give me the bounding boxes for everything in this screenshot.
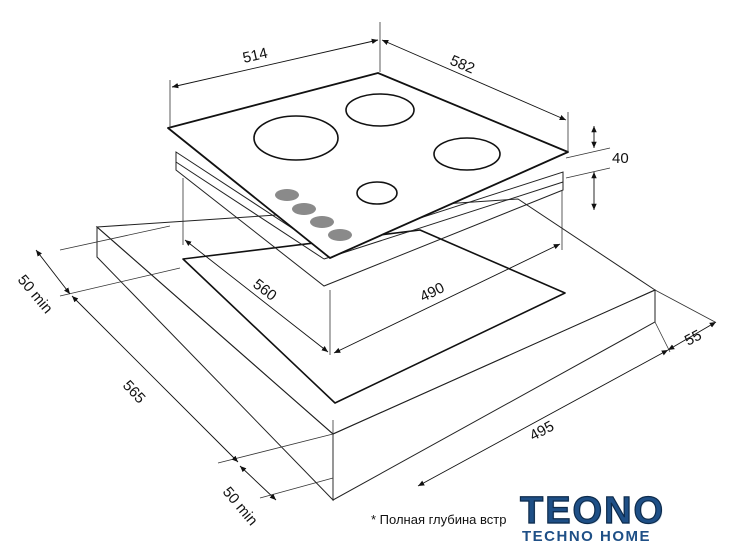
logo-tagline: TECHNO HOME <box>522 528 651 545</box>
control-knob <box>292 203 316 215</box>
control-knob <box>328 229 352 241</box>
label-hob-width: 514 <box>241 45 269 67</box>
burner-small <box>356 181 398 205</box>
logo-name: TEONO <box>519 489 666 532</box>
label-edge-gap: 55 <box>682 327 705 350</box>
dim-line-495 <box>417 349 669 487</box>
label-hob-height: 40 <box>612 150 629 167</box>
label-countertop-depth: 565 <box>119 377 149 407</box>
dim-line-50-top <box>35 249 71 295</box>
burner-right <box>433 137 501 171</box>
label-hob-depth: 582 <box>447 52 477 77</box>
dim-line-55 <box>667 321 717 351</box>
brand-logo: TEONO TECHNO HOME <box>518 489 668 546</box>
label-countertop-width: 495 <box>527 418 557 445</box>
control-knob <box>275 189 299 201</box>
dim-line-490 <box>333 243 561 354</box>
burner-top <box>345 93 415 127</box>
label-min-back: 50 min <box>219 484 261 529</box>
dim-line-565 <box>71 295 239 463</box>
dim-line-514 <box>171 38 379 89</box>
dim-line-50-bottom <box>239 465 277 501</box>
burner-large <box>253 115 339 161</box>
cutout-outline <box>182 229 566 404</box>
footnote: * Полная глубина встраивания <box>371 512 507 527</box>
dimension-lines <box>35 38 717 501</box>
dim-line-582 <box>381 39 567 121</box>
cutout <box>182 229 566 404</box>
label-min-front: 50 min <box>14 272 56 317</box>
dim-line-560 <box>184 239 329 353</box>
control-knob <box>310 216 334 228</box>
